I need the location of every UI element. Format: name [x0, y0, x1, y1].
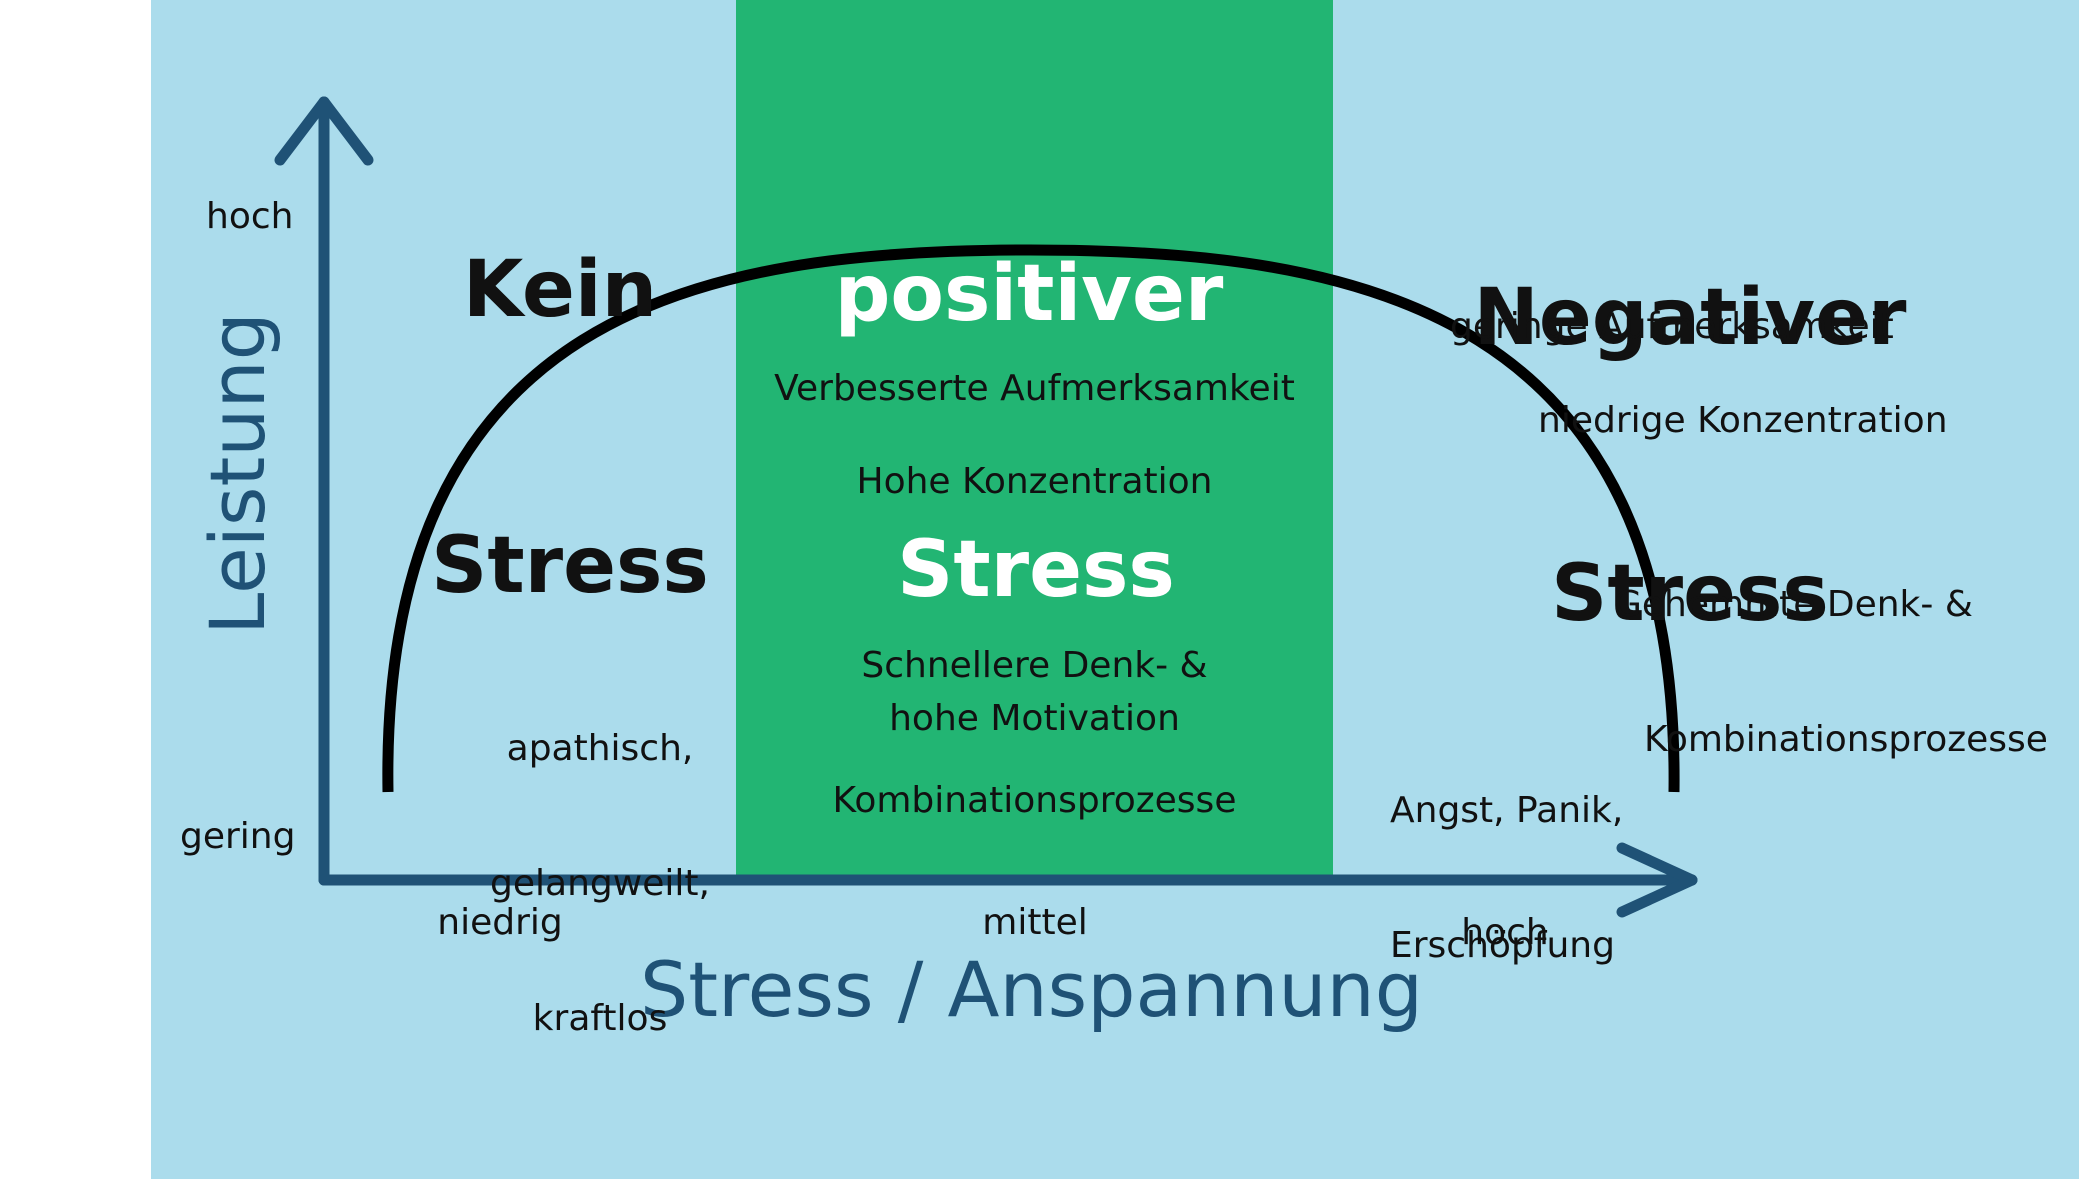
negative-item-attention: geringe Aufmerksamkeit: [1450, 306, 1894, 347]
no-stress-heading-line2: Stress: [431, 521, 709, 612]
negative-item-thinking: Gehemmte Denk- & Kombinationsprozesse: [1614, 492, 2048, 852]
x-axis-low-label: niedrig: [437, 902, 563, 943]
positive-stress-heading: positiver Stress: [776, 64, 1296, 800]
negative-stress-heading: Negativer Stress: [1450, 88, 1930, 824]
positive-item-attention: Verbesserte Aufmerksamkeit: [774, 368, 1295, 409]
positive-stress-heading-line1: positiver: [834, 249, 1224, 340]
no-stress-desc-line: apathisch,: [506, 728, 694, 769]
positive-item-motivation: hohe Motivation: [889, 698, 1180, 739]
positive-item-thinking-line1: Schnellere Denk- &: [861, 645, 1208, 686]
no-stress-heading-line1: Kein: [462, 245, 658, 336]
negative-item-thinking-line1: Gehemmte Denk- &: [1614, 584, 1973, 625]
y-axis-arrowhead: [274, 96, 374, 166]
negative-item-thinking-line2: Kombinationsprozesse: [1644, 719, 2048, 760]
positive-item-thinking: Schnellere Denk- & Kombinationsprozesse: [736, 553, 1333, 913]
negative-desc-line: Angst, Panik,: [1390, 790, 1624, 831]
x-axis-title: Stress / Anspannung: [640, 945, 1423, 1034]
negative-item-concentration: niedrige Konzentration: [1538, 400, 1948, 441]
performance-curve: [382, 244, 1680, 793]
no-stress-desc-line: gelangweilt,: [490, 863, 710, 904]
positive-stress-zone: [736, 0, 1333, 880]
negative-desc-line: Erschöpfung: [1390, 925, 1615, 966]
no-stress-desc-line: kraftlos: [532, 998, 668, 1039]
y-axis-high-label: hoch: [206, 196, 294, 237]
y-axis-title: Leistung: [193, 312, 282, 635]
positive-item-thinking-line2: Kombinationsprozesse: [832, 780, 1237, 821]
positive-stress-heading-line2: Stress: [897, 525, 1175, 616]
x-axis-mid-label: mittel: [982, 902, 1088, 943]
no-stress-heading: Kein Stress: [420, 60, 720, 796]
negative-stress-heading-line1: Negativer: [1473, 273, 1907, 364]
no-stress-description: apathisch, gelangweilt, kraftlos: [470, 636, 730, 1131]
negative-stress-heading-line2: Stress: [1551, 549, 1829, 640]
negative-stress-description: Angst, Panik, Erschöpfung: [1390, 698, 1623, 1058]
x-axis-high-label: hoch: [1461, 912, 1549, 953]
x-axis-arrowhead: [1616, 842, 1698, 918]
y-axis-low-label: gering: [180, 816, 296, 857]
positive-item-concentration: Hohe Konzentration: [856, 461, 1213, 502]
